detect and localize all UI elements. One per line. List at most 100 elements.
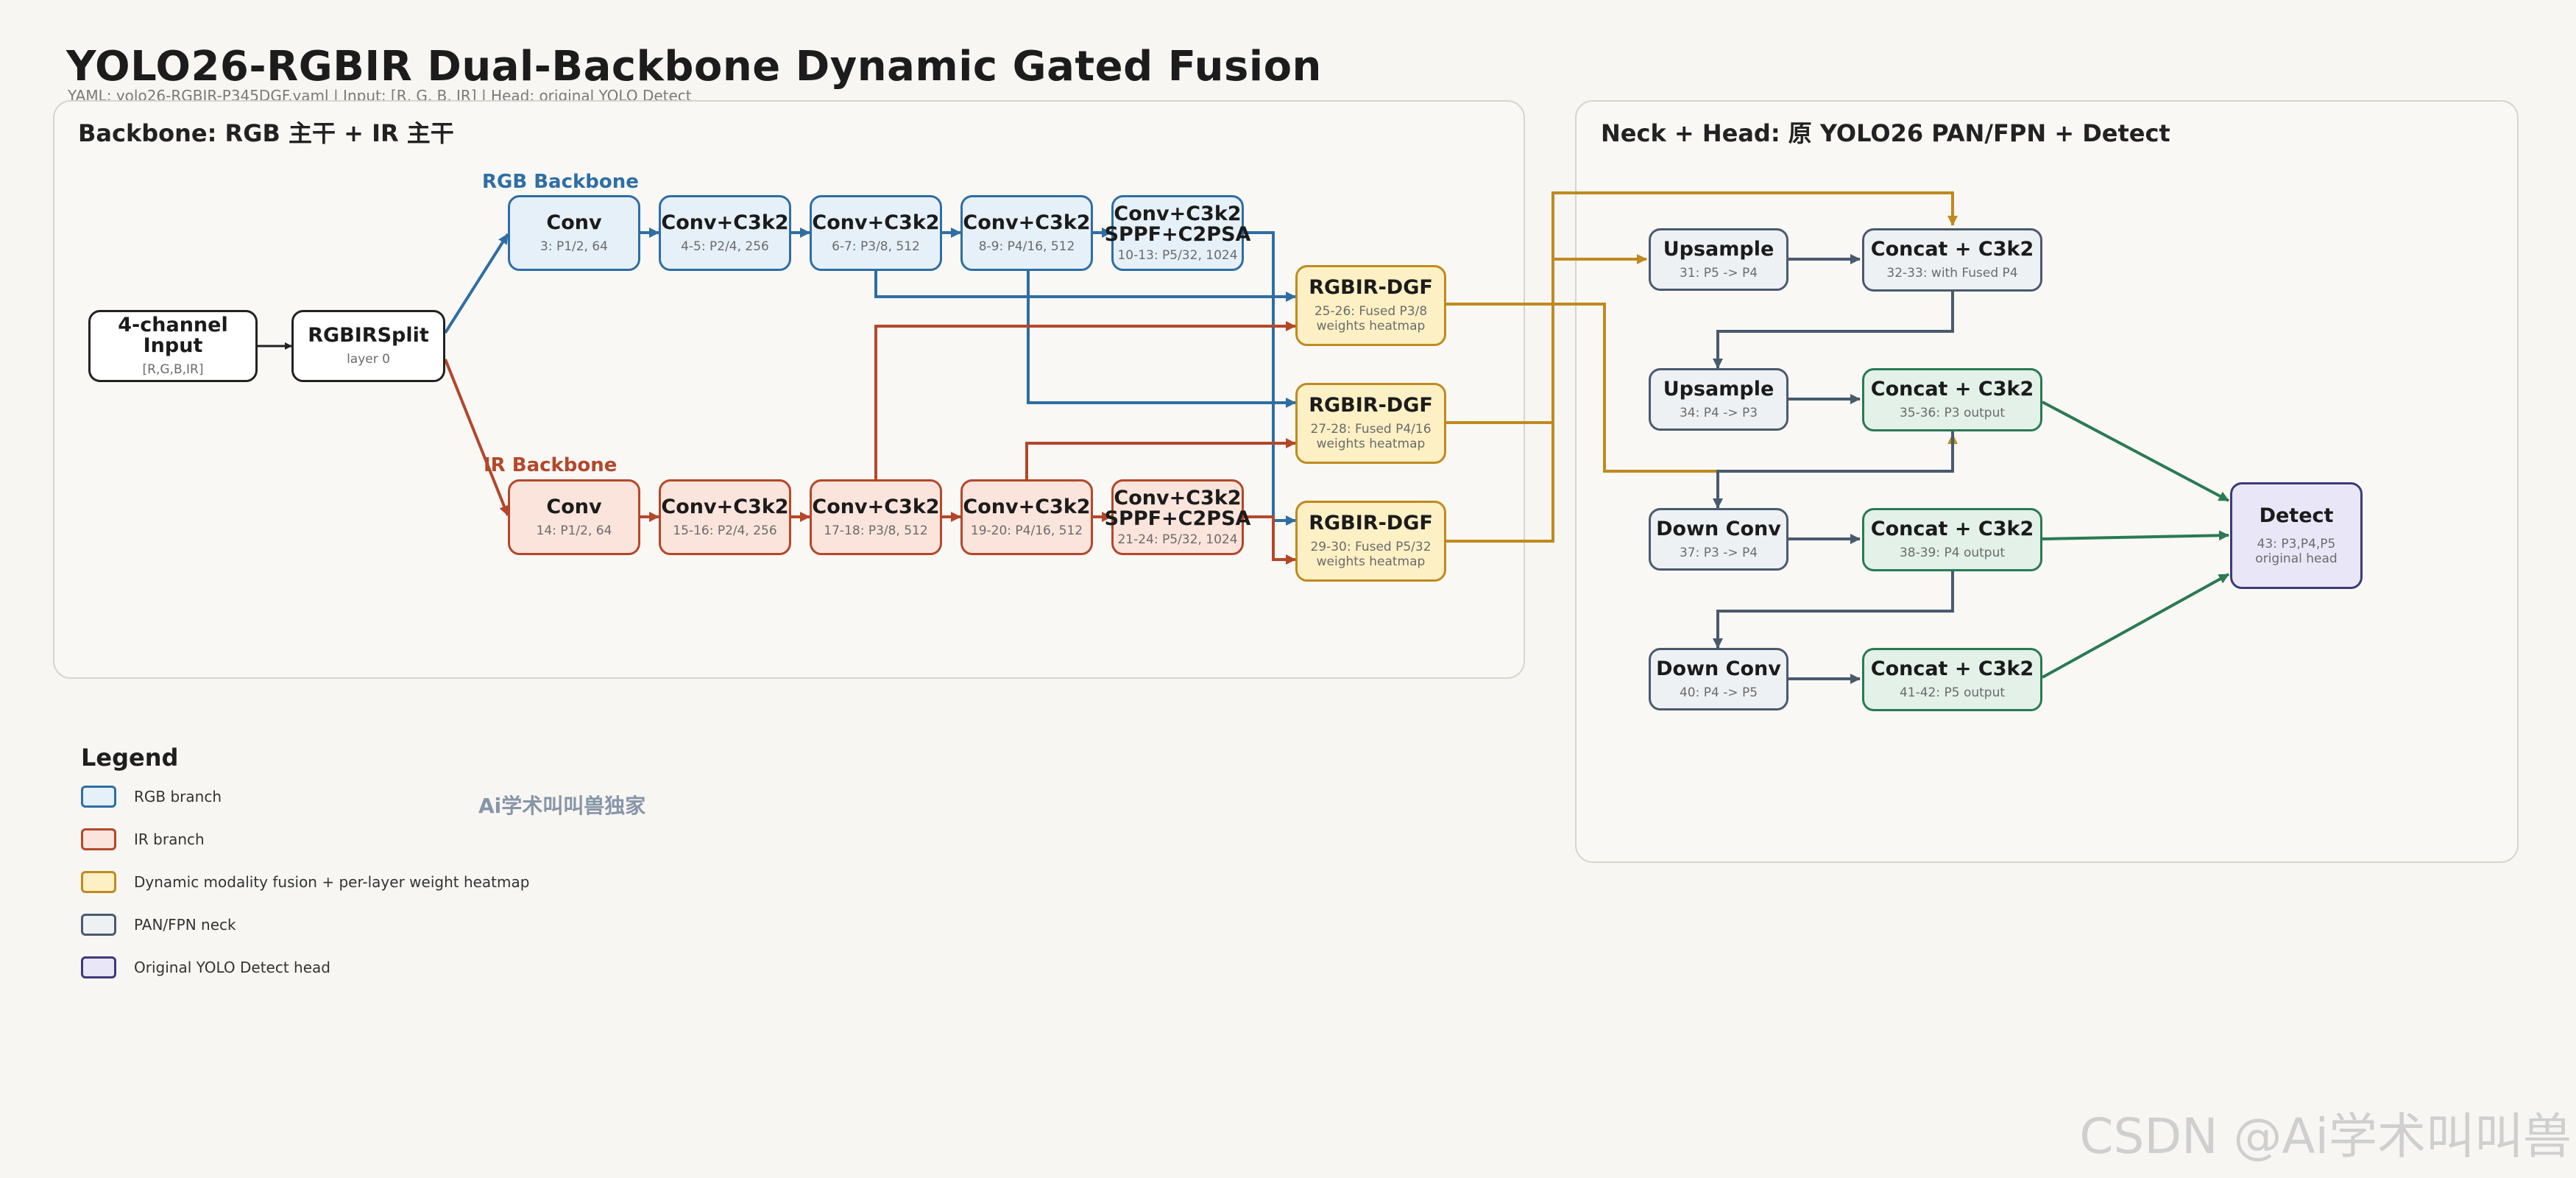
ir-node-2-sub: 15-16: P2/4, 256 xyxy=(673,523,777,538)
ir-node-2: Conv+C3k2 15-16: P2/4, 256 xyxy=(659,479,791,555)
neck-upsample-2-name: Upsample xyxy=(1663,377,1774,401)
ir-node-1: Conv 14: P1/2, 64 xyxy=(508,479,640,555)
ir-node-4-sub: 19-20: P4/16, 512 xyxy=(970,523,1083,538)
diagram-title: YOLO26-RGBIR Dual-Backbone Dynamic Gated… xyxy=(66,43,1322,91)
arrow-p4-out-to-detect xyxy=(2042,530,2229,541)
legend-item-neck: PAN/FPN neck xyxy=(81,912,236,937)
detect-node-sub: 43: P3,P4,P5 original head xyxy=(2255,536,2338,566)
rgbir-split-node: RGBIRSplit layer 0 xyxy=(291,310,445,382)
arrow-ir-p4-to-dgf2 xyxy=(1025,438,1296,479)
legend-item-detect: Original YOLO Detect head xyxy=(81,955,330,980)
input-node-name: 4-channel Input xyxy=(118,314,228,357)
author-watermark-center: Ai学术叫叫兽独家 xyxy=(478,794,646,818)
arrow-dgf3-to-upsample1 xyxy=(1446,254,1647,543)
rgb-node-4: Conv+C3k2 8-9: P4/16, 512 xyxy=(960,195,1093,271)
neck-concat-4-sub: 41-42: P5 output xyxy=(1899,685,2006,700)
rgb-node-5: Conv+C3k2 SPPF+C2PSA 10-13: P5/32, 1024 xyxy=(1105,195,1250,271)
dgf-node-p5: RGBIR-DGF 29-30: Fused P5/32 weights hea… xyxy=(1295,501,1446,582)
ir-node-4-name: Conv+C3k2 xyxy=(963,495,1091,518)
rgb-node-3-name: Conv+C3k2 xyxy=(812,211,940,234)
rgb-node-5-sub: 10-13: P5/32, 1024 xyxy=(1117,247,1238,263)
legend-label-fusion: Dynamic modality fusion + per-layer weig… xyxy=(134,873,530,891)
neck-concat-p3-output: Concat + C3k2 35-36: P3 output xyxy=(1862,368,2042,431)
ir-node-5: Conv+C3k2 SPPF+C2PSA 21-24: P5/32, 1024 xyxy=(1105,479,1250,555)
detect-node-name: Detect xyxy=(2259,504,2334,527)
input-node-sub: [R,G,B,IR] xyxy=(142,362,204,377)
split-node-sub: layer 0 xyxy=(347,352,390,367)
neck-upsample-2: Upsample 34: P4 -> P3 xyxy=(1649,368,1788,431)
split-node-name: RGBIRSplit xyxy=(308,324,429,347)
rgb-node-1-name: Conv xyxy=(546,211,602,234)
dgf-node-p3-sub: 25-26: Fused P3/8 weights heatmap xyxy=(1314,304,1428,334)
arrow-concat2-to-downconv1 xyxy=(1713,431,1954,509)
legend-title: Legend xyxy=(81,744,179,772)
legend-item-fusion: Dynamic modality fusion + per-layer weig… xyxy=(81,870,529,895)
legend-item-rgb: RGB branch xyxy=(81,784,222,809)
neck-concat-p4-output: Concat + C3k2 38-39: P4 output xyxy=(1862,508,2042,571)
arrow-concat1-to-upsample2 xyxy=(1713,292,1954,369)
arrow-split-to-rgb-conv xyxy=(444,233,509,334)
neck-downconv-2: Down Conv 40: P4 -> P5 xyxy=(1649,648,1788,710)
ir-node-1-sub: 14: P1/2, 64 xyxy=(536,523,612,538)
rgb-node-2-sub: 4-5: P2/4, 256 xyxy=(681,239,769,254)
rgb-node-5-name: Conv+C3k2 SPPF+C2PSA xyxy=(1104,202,1251,246)
rgb-node-3: Conv+C3k2 6-7: P3/8, 512 xyxy=(810,195,942,271)
legend-swatch-neck xyxy=(81,914,116,936)
neck-upsample-1-sub: 31: P5 -> P4 xyxy=(1679,265,1758,281)
arrow-concat3-to-downconv2 xyxy=(1713,571,1954,649)
neck-upsample-2-sub: 34: P4 -> P3 xyxy=(1679,405,1758,420)
neck-downconv-2-name: Down Conv xyxy=(1656,657,1781,680)
arrow-rgb-p4-to-dgf2 xyxy=(1027,271,1296,408)
dgf-node-p4-sub: 27-28: Fused P4/16 weights heatmap xyxy=(1310,422,1432,451)
rgb-node-1-sub: 3: P1/2, 64 xyxy=(540,239,608,254)
legend-swatch-detect xyxy=(81,956,116,978)
legend-swatch-ir xyxy=(81,828,116,850)
neck-downconv-1-sub: 37: P3 -> P4 xyxy=(1679,545,1758,560)
arrow-rgb-p3-to-dgf1 xyxy=(874,271,1296,302)
neck-head-panel-title: Neck + Head: 原 YOLO26 PAN/FPN + Detect xyxy=(1601,119,2170,147)
legend-label-detect: Original YOLO Detect head xyxy=(134,959,330,976)
arrow-dgf3-to-concat1 xyxy=(1551,191,1958,259)
neck-downconv-1-name: Down Conv xyxy=(1656,517,1781,540)
detect-head-node: Detect 43: P3,P4,P5 original head xyxy=(2230,482,2363,589)
ir-node-2-name: Conv+C3k2 xyxy=(661,495,789,518)
neck-upsample-1: Upsample 31: P5 -> P4 xyxy=(1649,228,1788,291)
legend-swatch-rgb xyxy=(81,786,116,808)
neck-concat-p5-output: Concat + C3k2 41-42: P5 output xyxy=(1862,648,2042,711)
ir-node-3-name: Conv+C3k2 xyxy=(812,495,940,518)
neck-concat-1-sub: 32-33: with Fused P4 xyxy=(1886,266,2018,281)
neck-concat-3-name: Concat + C3k2 xyxy=(1870,518,2034,540)
arrow-ir-p3-to-dgf1 xyxy=(874,321,1296,479)
ir-node-5-name: Conv+C3k2 SPPF+C2PSA xyxy=(1104,486,1251,530)
rgb-node-1: Conv 3: P1/2, 64 xyxy=(508,195,640,271)
dgf-node-p3: RGBIR-DGF 25-26: Fused P3/8 weights heat… xyxy=(1295,265,1446,346)
dgf-node-p4: RGBIR-DGF 27-28: Fused P4/16 weights hea… xyxy=(1295,383,1446,464)
legend-label-rgb: RGB branch xyxy=(134,788,222,805)
backbone-panel xyxy=(53,100,1525,679)
legend-label-ir: IR branch xyxy=(134,830,205,848)
csdn-watermark: CSDN @Ai学术叫叫兽 xyxy=(2079,1108,2572,1165)
neck-concat-3-sub: 38-39: P4 output xyxy=(1899,546,2006,560)
neck-concat-2-sub: 35-36: P3 output xyxy=(1899,406,2006,420)
neck-downconv-1: Down Conv 37: P3 -> P4 xyxy=(1649,508,1788,571)
legend-swatch-fusion xyxy=(81,871,116,893)
rgb-node-4-name: Conv+C3k2 xyxy=(963,211,1091,234)
neck-downconv-2-sub: 40: P4 -> P5 xyxy=(1679,685,1758,700)
rgb-node-2-name: Conv+C3k2 xyxy=(661,211,789,234)
arrow-split-to-ir-conv xyxy=(444,359,509,516)
input-node: 4-channel Input [R,G,B,IR] xyxy=(88,310,258,382)
arrow-p3-out-to-detect xyxy=(2042,401,2229,502)
legend-label-neck: PAN/FPN neck xyxy=(134,916,236,934)
neck-head-panel xyxy=(1575,100,2519,863)
ir-node-1-name: Conv xyxy=(546,495,602,518)
rgb-node-3-sub: 6-7: P3/8, 512 xyxy=(832,239,920,254)
rgb-node-4-sub: 8-9: P4/16, 512 xyxy=(978,239,1075,254)
dgf-node-p5-name: RGBIR-DGF xyxy=(1309,512,1433,535)
ir-node-3: Conv+C3k2 17-18: P3/8, 512 xyxy=(810,479,942,555)
dgf-node-p4-name: RGBIR-DGF xyxy=(1309,394,1433,417)
arrow-ir-p5-to-dgf3 xyxy=(1244,515,1296,565)
neck-upsample-1-name: Upsample xyxy=(1663,237,1774,261)
backbone-panel-title: Backbone: RGB 主干 + IR 主干 xyxy=(78,119,454,147)
neck-concat-4-name: Concat + C3k2 xyxy=(1870,657,2034,680)
